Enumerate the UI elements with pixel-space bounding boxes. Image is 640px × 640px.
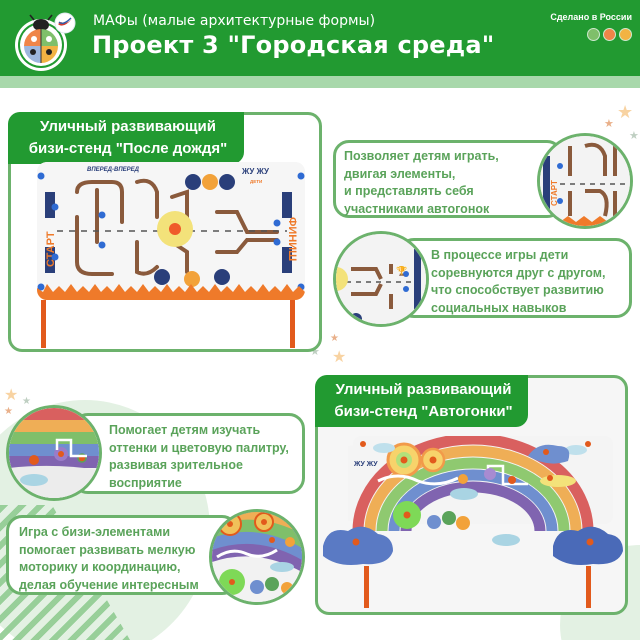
feature-thumbnail-gears [209, 509, 305, 605]
made-in-russia-label: Сделано в России [550, 12, 632, 22]
feature-thumbnail-rainbow [6, 405, 102, 501]
feature-text-line: двигая элементы, [344, 166, 456, 181]
feature-card-racing-play: Позволяет детям играть, двигая элементы,… [333, 140, 563, 218]
svg-text:ЖУ ЖУ: ЖУ ЖУ [353, 461, 378, 468]
svg-text:ВПЕРЕД-ВПЕРЕД: ВПЕРЕД-ВПЕРЕД [87, 167, 140, 173]
product-label: Уличный развивающий бизи-стенд "Автогонк… [315, 375, 528, 427]
product-image-race-board: ВПЕРЕД-ВПЕРЕД СТАРТ ФИНИШ ЖУ ЖУ ДЕТИ [37, 162, 305, 300]
product-label-line1: Уличный развивающий [40, 118, 216, 135]
star-icon: ★ [629, 130, 639, 142]
feature-text-line: оттенки и цветовую палитру, [109, 440, 289, 455]
header-stripe [0, 76, 640, 88]
product-label-line2: бизи-стенд "Автогонки" [334, 403, 513, 420]
ladybug-logo-icon [15, 12, 76, 71]
feature-text-line: участниками автогонок [344, 201, 490, 216]
product-image-rainbow-board: ЖУ ЖУ [318, 433, 628, 611]
feature-text-line: помогает развивать мелкую [19, 542, 196, 557]
page-title: Проект 3 "Городская среда" [92, 31, 495, 59]
svg-text:🏆: 🏆 [396, 265, 407, 276]
header-subtitle: МАФы (малые архитектурные формы) [93, 13, 376, 29]
feature-text-line: соревнуются друг с другом, [431, 265, 606, 280]
svg-text:ДЕТИ: ДЕТИ [250, 179, 262, 184]
board-leg-left [41, 300, 46, 348]
dot-yellow-icon [619, 28, 632, 41]
feature-card-fine-motor: Игра с бизи-элементами помогает развиват… [6, 515, 238, 595]
product-label-line2: бизи-стенд "После дождя" [28, 140, 228, 157]
dot-orange-icon [603, 28, 616, 41]
feature-text-line: развивая зрительное [109, 458, 243, 472]
star-icon: ★ [22, 396, 31, 407]
feature-text-line: В процессе игры дети [431, 248, 569, 262]
star-icon: ★ [332, 349, 347, 366]
board-leg-right [290, 300, 295, 348]
product-label-line1: Уличный развивающий [335, 381, 512, 398]
header-banner: МАФы (малые архитектурные формы) Проект … [0, 0, 640, 76]
feature-text-line: и представлять себя [344, 184, 474, 198]
feature-thumbnail-maze-start: СТАРТ [537, 133, 633, 229]
star-icon: ★ [310, 346, 320, 358]
dot-green-icon [587, 28, 600, 41]
rainbow-busy-board-icon: ЖУ ЖУ [323, 433, 623, 608]
feature-text-line: Игра с бизи-элементами [19, 525, 171, 539]
svg-text:СТАРТ: СТАРТ [45, 231, 57, 267]
feature-thumbnail-maze-finish: 🏆 [333, 231, 429, 327]
feature-text-line: Позволяет детям играть, [344, 149, 499, 163]
feature-text-line: Помогает детям изучать [109, 423, 261, 437]
color-dots [587, 28, 632, 41]
svg-text:ЖУ ЖУ: ЖУ ЖУ [241, 167, 270, 176]
star-icon: ★ [330, 333, 339, 344]
race-maze-board-icon: ВПЕРЕД-ВПЕРЕД СТАРТ ФИНИШ ЖУ ЖУ ДЕТИ [37, 162, 305, 300]
star-icon: ★ [4, 387, 19, 404]
feature-text-line: социальных навыков [431, 300, 567, 315]
feature-card-social-skills: В процессе игры дети соревнуются друг с … [398, 238, 632, 318]
star-icon: ★ [604, 118, 614, 130]
feature-text-line: что способствует развитию [431, 283, 604, 297]
star-icon: ★ [617, 102, 634, 122]
svg-text:ФИНИШ: ФИНИШ [286, 217, 298, 261]
feature-text-line: делая обучение интересным [19, 577, 199, 592]
feature-card-color-palette: Помогает детям изучать оттенки и цветову… [72, 413, 305, 494]
product-label: Уличный развивающий бизи-стенд "После до… [8, 112, 244, 164]
svg-text:СТАРТ: СТАРТ [550, 180, 559, 206]
feature-text-line: восприятие [109, 475, 182, 490]
feature-text-line: моторику и координацию, [19, 560, 181, 574]
star-icon: ★ [4, 406, 13, 417]
